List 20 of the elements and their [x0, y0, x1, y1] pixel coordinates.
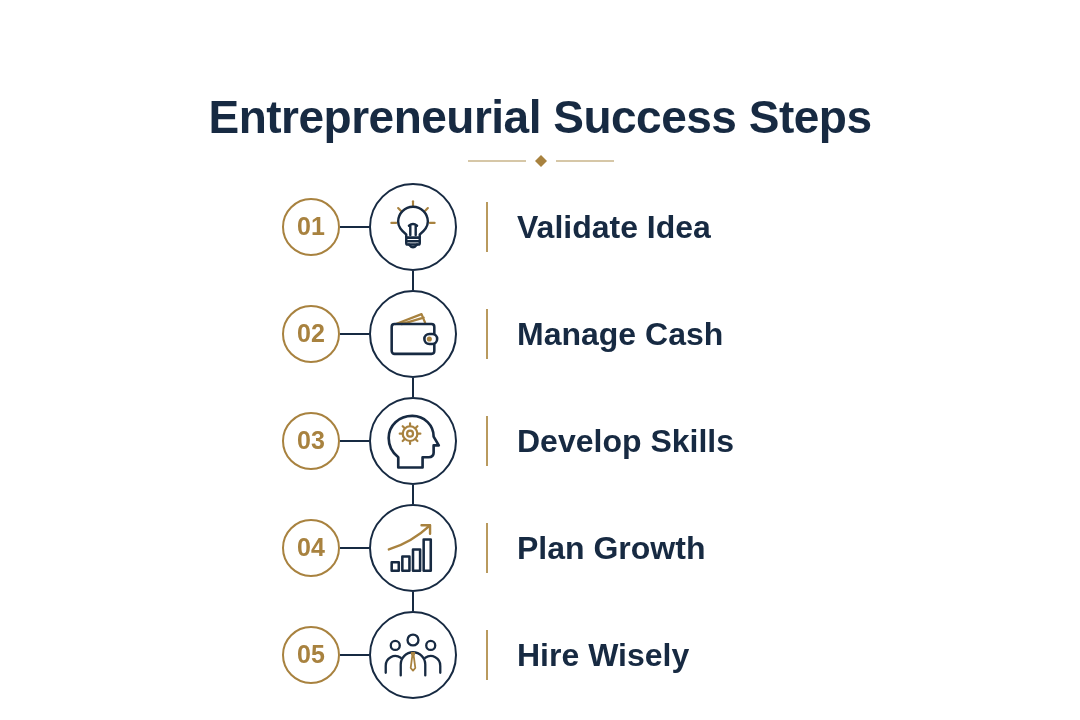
connector-line [339, 440, 370, 442]
step-number: 03 [282, 412, 340, 470]
step-number: 02 [282, 305, 340, 363]
step-label: Manage Cash [517, 315, 724, 354]
step-number: 01 [282, 198, 340, 256]
connector-line [412, 591, 414, 612]
connector-line [412, 377, 414, 398]
step-label: Develop Skills [517, 422, 734, 461]
connector-line [339, 654, 370, 656]
title: Entrepreneurial Success Steps [207, 90, 873, 145]
step-label: Plan Growth [517, 529, 706, 568]
step-label: Hire Wisely [517, 636, 690, 675]
connector-line [412, 270, 414, 291]
connector-line [412, 484, 414, 505]
step-number: 04 [282, 519, 340, 577]
connector-line [339, 226, 370, 228]
step-number: 05 [282, 626, 340, 684]
connector-line [339, 547, 370, 549]
connector-line [339, 333, 370, 335]
step-label: Validate Idea [517, 208, 711, 247]
